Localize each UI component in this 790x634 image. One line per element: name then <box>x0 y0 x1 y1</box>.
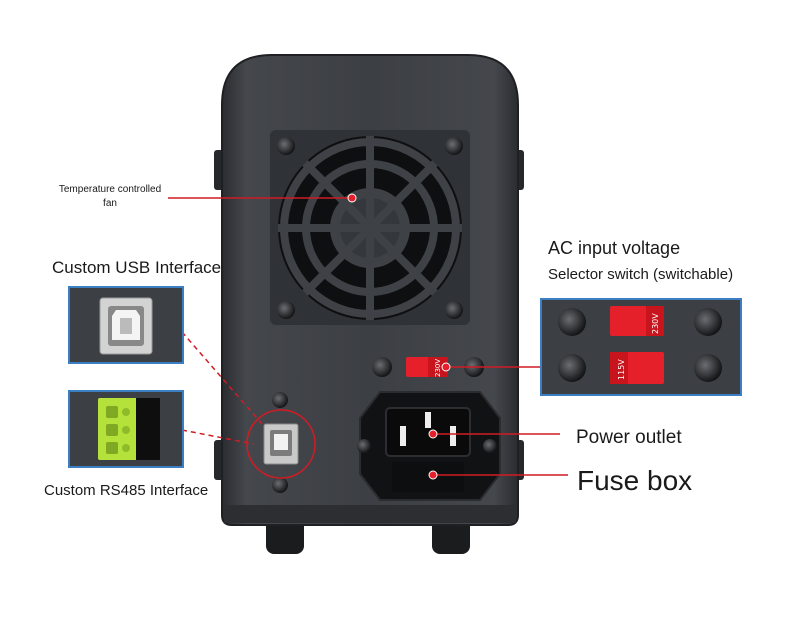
fan-label: Temperature controlled fan <box>58 183 162 211</box>
voltage-selector-device: 230V <box>372 357 484 377</box>
switch-label-bottom: 115V <box>617 359 626 380</box>
ac-input-title: AC input voltage <box>548 238 681 258</box>
fan-label-line2: fan <box>103 198 117 209</box>
leader-lines <box>168 197 568 476</box>
switch-label-top: 230V <box>651 313 660 334</box>
voltage-selector-inset: 230V 115V <box>540 298 742 396</box>
rs485-label: Custom RS485 Interface <box>44 482 209 499</box>
usb-inset <box>68 286 184 364</box>
rs485-inset <box>68 390 184 468</box>
fan-grille-icon <box>270 130 470 325</box>
fan-label-line1: Temperature controlled <box>58 184 162 195</box>
leader-dots <box>347 193 451 480</box>
device-switch-label: 230V <box>434 359 442 377</box>
device-usb-port <box>263 392 299 493</box>
usb-label: Custom USB Interface <box>52 258 222 277</box>
ac-input-subtitle: Selector switch (switchable) <box>548 266 734 283</box>
power-outlet-label: Power outlet <box>576 427 682 448</box>
voltage-selector-icon: 230V 115V <box>558 306 722 384</box>
usb-b-port-icon <box>99 297 153 355</box>
usb-callout-circle <box>246 409 316 479</box>
terminal-block-icon <box>98 398 160 460</box>
iec-c14-inlet-icon <box>357 391 501 501</box>
fuse-box-label: Fuse box <box>577 465 693 496</box>
